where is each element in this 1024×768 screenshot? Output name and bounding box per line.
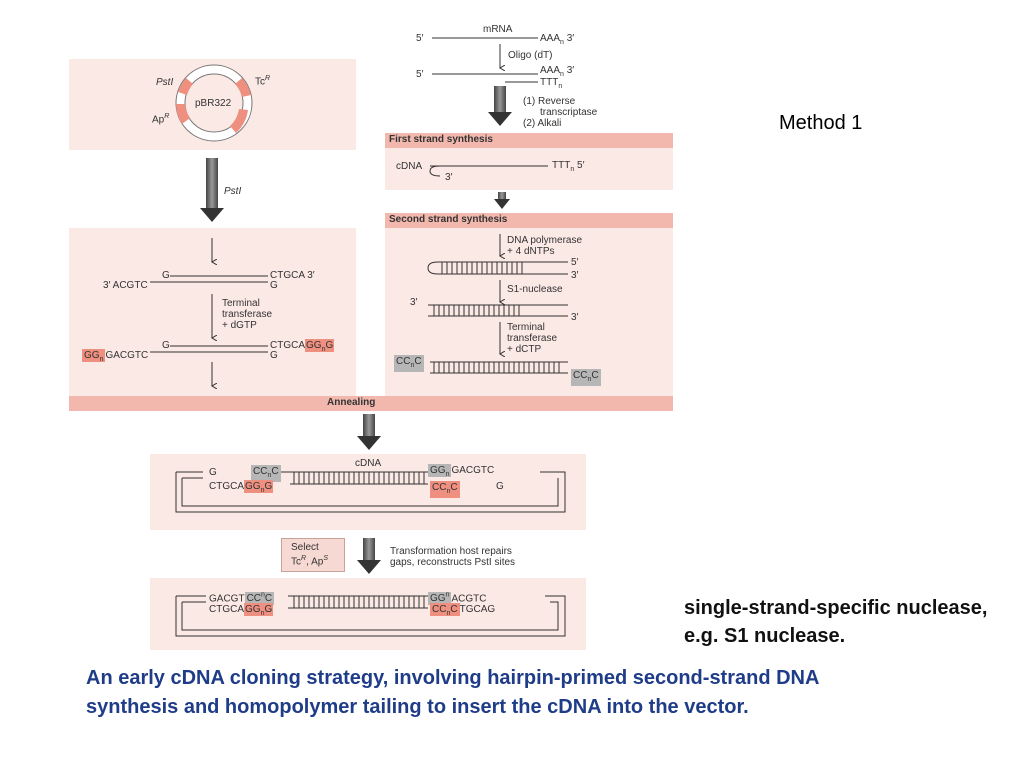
second-strand-header: Second strand synthesis xyxy=(385,213,673,228)
ss-tt-3: + dCTP xyxy=(507,344,542,355)
first-cdna-label: cDNA xyxy=(396,161,423,172)
method-label: Method 1 xyxy=(779,112,863,134)
plasmid-psti: PstI xyxy=(156,77,174,88)
ss-tt-1: Terminal xyxy=(507,322,545,333)
hairpin-rungs xyxy=(441,262,523,274)
big-arrow-second xyxy=(494,192,510,209)
plasmid-name: pBR322 xyxy=(195,98,232,109)
nuclease-note-line-1: single-strand-specific nuclease, xyxy=(684,597,988,619)
slide-caption: An early cDNA cloning strategy, involvin… xyxy=(86,664,966,722)
repair-line-1: Transformation host repairs xyxy=(390,546,512,557)
ann-g-left: G xyxy=(209,467,217,478)
ss-pol-1: DNA polymerase xyxy=(507,235,583,246)
first-ttt: TTTn 5′ xyxy=(552,160,585,173)
hybrid-polyT: TTTn xyxy=(540,77,563,90)
plasmid-ap: ApR xyxy=(152,113,170,126)
vec-g3: G xyxy=(162,340,170,351)
ss-3prime-a: 3′ xyxy=(571,270,579,281)
vec-tt-3: + dGTP xyxy=(222,320,257,331)
ann-cdna: cDNA xyxy=(355,458,382,469)
ann-ctgca-ggng: CTGCAGGnG xyxy=(209,480,274,494)
rt-step-2: (2) Alkali xyxy=(523,118,562,129)
final-construct xyxy=(175,595,566,637)
ss-5prime: 5′ xyxy=(571,257,579,268)
vec-g4: G xyxy=(270,350,278,361)
big-arrow-psti xyxy=(200,158,224,222)
caption-line-2: synthesis and homopolymer tailing to ins… xyxy=(86,696,749,718)
ann-ccnc: CCnC xyxy=(251,465,281,482)
ss-s1: S1-nuclease xyxy=(507,284,563,295)
big-arrow-rt xyxy=(488,86,512,126)
annealing-band: Annealing xyxy=(69,396,673,411)
final-panel xyxy=(150,578,586,650)
vec-ctgca-top: CTGCA 3′ xyxy=(270,270,315,281)
vec-g-top: G xyxy=(162,270,170,281)
oligo-dt-label: Oligo (dT) xyxy=(508,50,553,61)
select-box xyxy=(281,538,345,572)
first-3prime: 3′ xyxy=(445,172,453,183)
plasmid-ring xyxy=(175,64,253,142)
psti-arrow-label: PstI xyxy=(224,186,242,197)
select-line-1: Select xyxy=(291,542,319,553)
first-strand-panel xyxy=(385,148,673,190)
ann-ccnc-2: CCnC xyxy=(430,481,460,498)
mrna-5prime: 5′ xyxy=(416,33,424,44)
big-arrow-anneal xyxy=(357,414,381,450)
vec-g-bottom: G xyxy=(270,280,278,291)
rt-step-1: (1) Reverse xyxy=(523,96,576,107)
hybrid-5prime: 5′ xyxy=(416,69,424,80)
hybrid-polyA: AAAn 3′ xyxy=(540,65,575,78)
big-arrow-repair xyxy=(357,538,381,574)
select-line-2: TcR, ApS xyxy=(291,555,328,568)
ss-ccnc-right: CCnC xyxy=(571,369,601,386)
repair-line-2: gaps, reconstructs PstI sites xyxy=(390,557,516,568)
nuclease-note: single-strand-specific nuclease, e.g. S1… xyxy=(684,594,987,650)
nuclease-note-line-2: e.g. S1 nuclease. xyxy=(684,625,846,647)
annealed-panel xyxy=(150,454,586,530)
ss-ccnc-left: CCnC xyxy=(394,355,424,372)
mrna-label: mRNA xyxy=(483,24,513,35)
fin-bottom-left: CTGCAGGnG xyxy=(209,603,274,617)
first-strand-header: First strand synthesis xyxy=(385,133,673,148)
vec-tt-2: transferase xyxy=(222,309,273,320)
vec-acgtc: 3′ ACGTC xyxy=(103,280,148,291)
rt-step-1b: transcriptase xyxy=(540,107,598,118)
ann-g-right: G xyxy=(496,481,504,492)
mrna-polyA: AAAn 3′ xyxy=(540,33,575,46)
vec-tt-1: Terminal xyxy=(222,298,260,309)
caption-line-1: An early cDNA cloning strategy, involvin… xyxy=(86,667,820,689)
vec-tailed-right: CTGCAGGnG xyxy=(270,339,335,353)
ss-3prime-c: 3′ xyxy=(571,312,579,323)
ss-3prime-b: 3′ xyxy=(410,297,418,308)
ss-tt-2: transferase xyxy=(507,333,558,344)
ss-pol-2: + 4 dNTPs xyxy=(507,246,555,257)
plasmid-tc: TcR xyxy=(255,75,271,88)
